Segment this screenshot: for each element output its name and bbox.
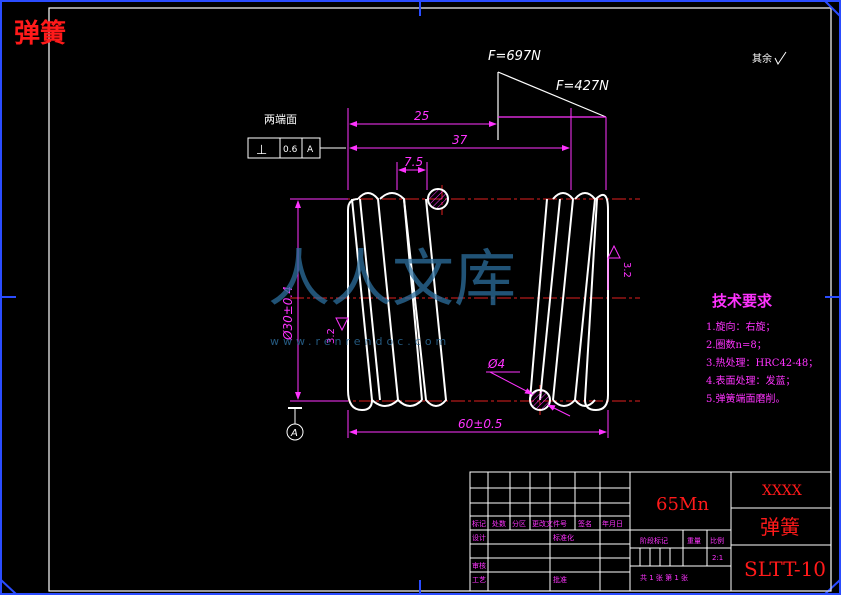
dim-wire-diameter: Ø4 <box>487 357 505 371</box>
tb-scale: 比例 <box>710 536 724 545</box>
title-block-labels: 标记 处数 分区 更改文件号 签名 年月日 设计 标准化 阶段标记 重量 比例 … <box>472 519 724 584</box>
company-label: XXXX <box>762 483 802 499</box>
tolerance-frame <box>247 137 346 159</box>
tolerance-datum: A <box>307 145 314 155</box>
tb-stage-mark: 阶段标记 <box>640 536 668 545</box>
tb-signature: 签名 <box>578 519 592 528</box>
spring-coils <box>347 192 609 412</box>
tb-review: 审核 <box>472 561 486 570</box>
dim-25: 25 <box>414 109 429 123</box>
tech-req-item: 5.弹簧端面磨削。 <box>706 392 786 405</box>
part-name-label: 弹簧 <box>760 515 800 539</box>
tb-sheet-info: 共 1 张 第 1 张 <box>640 573 688 582</box>
watermark-url: www.renrendoc.com <box>270 335 450 348</box>
tolerance-symbol: ⊥ <box>256 143 267 158</box>
technical-requirements: 技术要求 1.旋向：右旋； 2.圈数n=8； 3.热处理：HRC42-48； 4… <box>706 292 818 405</box>
force-label-f1: F=697N <box>488 49 541 64</box>
drawing-number-label: SLTT-10 <box>744 557 826 581</box>
force-label-f2: F=427N <box>556 79 609 94</box>
dim-free-length: 60±0.5 <box>458 417 502 431</box>
watermark-text: 人人文库 <box>268 242 516 315</box>
dim-37: 37 <box>452 133 468 147</box>
tb-mark: 标记 <box>472 519 486 528</box>
roughness-right: 3.2 <box>621 262 632 278</box>
roughness-check-icon <box>774 51 787 65</box>
end-face-label: 两端面 <box>264 113 297 126</box>
page-title: 弹簧 <box>14 18 66 49</box>
tb-scale-value: 2:1 <box>712 554 723 562</box>
tb-design: 设计 <box>472 533 486 542</box>
dimension-lines <box>290 108 621 438</box>
tech-req-title: 技术要求 <box>712 292 773 310</box>
tolerance-value: 0.6 <box>283 145 298 155</box>
title-block <box>469 471 832 592</box>
force-diagram <box>497 71 607 140</box>
tb-change-doc: 更改文件号 <box>532 519 567 528</box>
dim-pitch: 7.5 <box>404 155 423 169</box>
tech-req-item: 3.热处理：HRC42-48； <box>706 356 818 369</box>
tech-req-item: 4.表面处理：发蓝； <box>706 374 796 387</box>
wire-section-bottom <box>529 389 551 411</box>
tech-req-item: 1.旋向：右旋； <box>706 320 776 333</box>
tech-req-item: 2.圈数n=8； <box>706 338 767 351</box>
material-label: 65Mn <box>656 494 709 515</box>
tb-process: 工艺 <box>472 576 486 584</box>
tb-date: 年月日 <box>602 519 623 528</box>
tb-weight: 重量 <box>687 537 701 545</box>
dim-outer-diameter: Ø30±0.4 <box>281 286 295 341</box>
datum-a-label: A <box>290 428 298 439</box>
datum-a-symbol <box>286 407 304 441</box>
tb-approve: 批准 <box>553 575 567 584</box>
tb-zone: 分区 <box>512 519 526 528</box>
tb-count: 处数 <box>492 519 506 528</box>
surface-finish-note: 其余 <box>752 52 772 65</box>
wire-section-top <box>427 188 449 210</box>
tb-standardize: 标准化 <box>553 533 574 542</box>
roughness-left: 3.2 <box>326 328 337 344</box>
